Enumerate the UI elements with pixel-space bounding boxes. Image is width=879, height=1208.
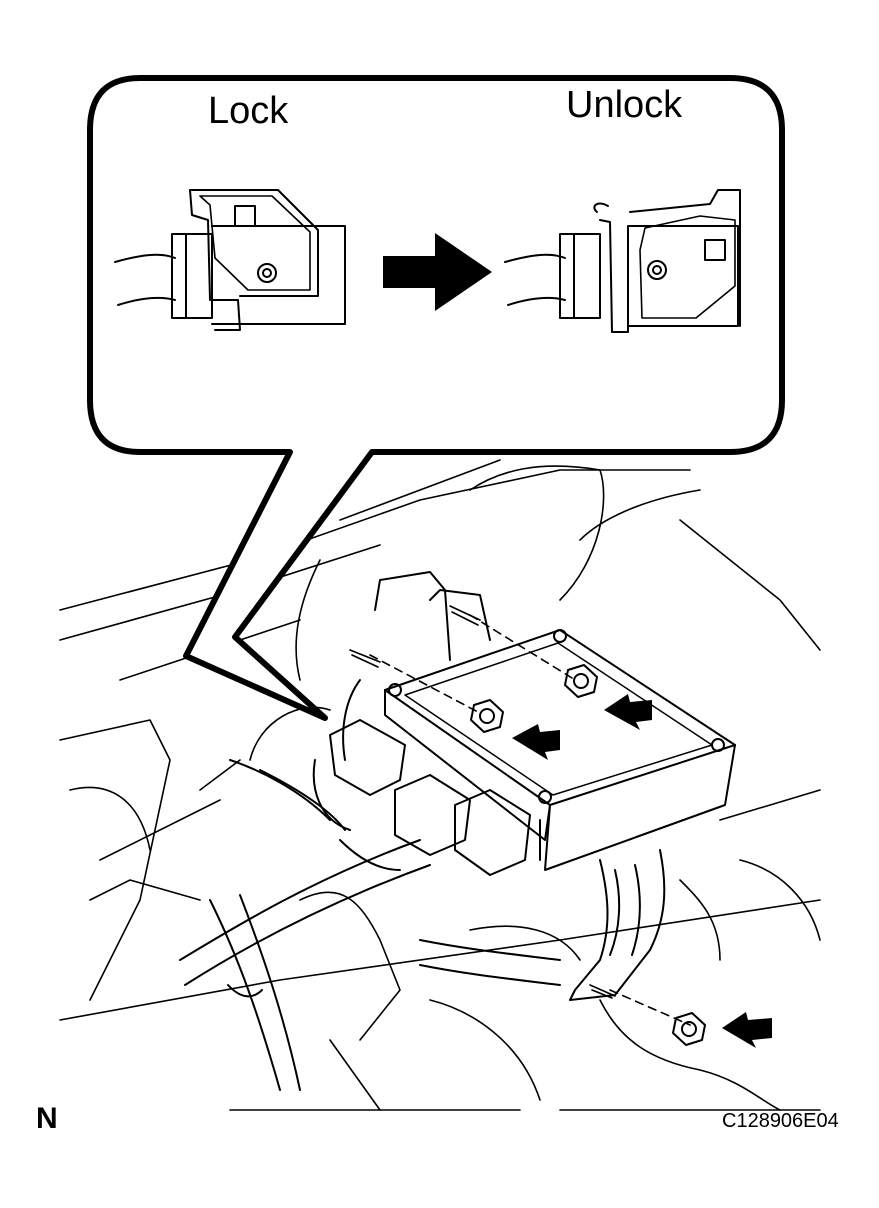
lock-connector-drawing bbox=[114, 189, 346, 331]
left-arrow-icon bbox=[722, 1012, 772, 1048]
figure-code: C128906E04 bbox=[722, 1110, 839, 1132]
wiring-harness bbox=[179, 759, 561, 1091]
mounting-nut-3 bbox=[672, 1012, 706, 1046]
right-arrow-icon bbox=[383, 233, 492, 311]
mounting-nut-1 bbox=[470, 699, 504, 733]
mounting-bracket bbox=[342, 571, 491, 761]
background-structure bbox=[59, 459, 821, 1111]
stud-bolts bbox=[349, 605, 616, 999]
callout-bubble bbox=[87, 75, 785, 721]
mounting-nut-2 bbox=[564, 664, 598, 698]
harness-connectors bbox=[312, 719, 531, 876]
unlock-label: Unlock bbox=[566, 84, 683, 126]
airbag-sensor-assembly bbox=[384, 629, 736, 871]
orientation-marker: N bbox=[36, 1102, 58, 1135]
lock-label: Lock bbox=[208, 90, 289, 132]
left-arrow-icon bbox=[604, 694, 652, 730]
lower-bracket bbox=[569, 849, 666, 1001]
left-arrow-icon bbox=[512, 724, 560, 760]
unlock-connector-drawing bbox=[504, 189, 741, 333]
